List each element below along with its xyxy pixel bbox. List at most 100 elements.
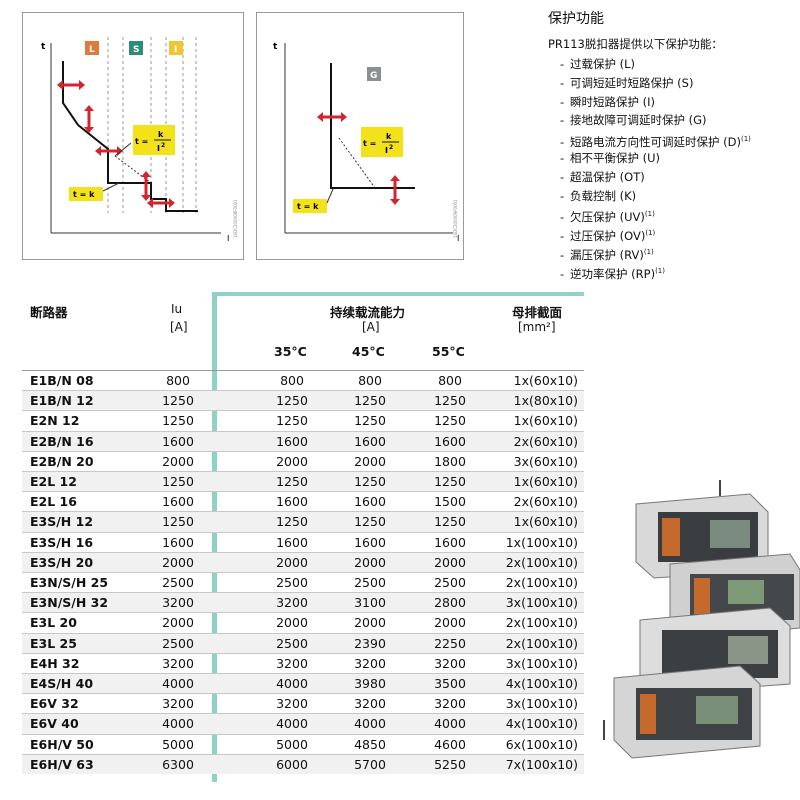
protection-list: -过载保护 (L)-可调短延时短路保护 (S)-瞬时短路保护 (I)-接地故障可… (548, 55, 798, 281)
cell-iu: 2000 (162, 554, 194, 570)
cell-busbar: 4x(100x10) (505, 716, 578, 732)
cell-c45: 4850 (354, 736, 386, 752)
header-temp-45: 45°C (352, 344, 385, 359)
cell-iu: 5000 (162, 736, 194, 752)
cell-iu: 2500 (162, 575, 194, 590)
header-breaker: 断路器 (30, 305, 68, 320)
cell-iu: 1600 (162, 494, 194, 510)
tk-box (69, 187, 103, 201)
cell-busbar: 1x(80x10) (513, 393, 578, 409)
cell-c45: 3200 (354, 696, 386, 712)
protection-item: -漏压保护 (RV)(1) (560, 243, 798, 262)
cell-busbar: 2x(100x10) (505, 554, 578, 570)
tk-label: t = k (297, 202, 319, 211)
formula-exponent: 2 (389, 144, 393, 151)
list-dash: - (560, 57, 565, 71)
zone-i-badge (169, 41, 183, 55)
cell-model: E4S/H 40 (30, 676, 94, 691)
formula-numerator: k (386, 132, 392, 141)
list-dash: - (560, 94, 565, 109)
cell-c55: 1250 (434, 514, 466, 530)
t-axis-label: t (41, 42, 46, 52)
cell-c45: 5700 (354, 756, 386, 772)
cell-busbar: 1x(100x10) (505, 534, 578, 550)
figure-code: 1SDC200009F0001 (453, 199, 458, 238)
zone-i-label: I (174, 45, 177, 55)
lsi-trip-curve: t I L S I (41, 37, 238, 243)
protection-item-text: 可调短延时短路保护 (S) (570, 75, 694, 90)
trip-unit-2-display (728, 580, 764, 604)
cell-iu: 1250 (162, 393, 194, 409)
cell-c55: 2000 (434, 554, 466, 570)
formula-exponent: 2 (161, 142, 165, 149)
cell-c35: 1250 (276, 413, 308, 429)
protection-item: -相不平衡保护 (U) (560, 149, 798, 168)
trip-unit-4-connector (640, 694, 656, 734)
protection-item-note: (1) (643, 247, 654, 256)
adjust-arrows (317, 112, 400, 205)
cell-model: E3S/H 12 (30, 514, 94, 530)
protection-item-text: 欠压保护 (UV) (570, 210, 645, 225)
cell-c55: 3200 (434, 696, 466, 712)
cell-iu: 1250 (162, 474, 194, 489)
formula-t: t = (135, 137, 148, 146)
cell-c45: 3200 (354, 655, 386, 671)
cell-c35: 2500 (276, 635, 308, 651)
header-iu-unit: [A] (170, 320, 188, 334)
cell-model: E2B/N 20 (30, 453, 94, 469)
cell-c45: 2000 (354, 554, 386, 570)
cell-c45: 1250 (354, 393, 386, 409)
cell-c35: 2000 (276, 453, 308, 469)
cell-model: E6H/V 63 (30, 756, 94, 772)
cell-c45: 1250 (354, 413, 386, 429)
cell-iu: 1250 (162, 514, 194, 530)
cell-busbar: 2x(60x10) (513, 433, 578, 449)
cell-iu: 2500 (162, 635, 194, 651)
header-iu: Iu (171, 302, 183, 316)
list-dash: - (560, 75, 565, 90)
cell-model: E1B/N 08 (30, 373, 94, 388)
cell-c35: 1600 (276, 433, 308, 449)
lsi-trip-curve-panel: t I L S I (22, 12, 244, 260)
i-axis-label: I (457, 234, 459, 243)
cell-c45: 1250 (354, 474, 386, 489)
cell-c35: 3200 (276, 595, 308, 611)
tk-box (293, 199, 327, 213)
cell-c35: 2000 (276, 554, 308, 570)
cell-busbar: 1x(60x10) (513, 413, 578, 429)
trip-unit-2-connector (694, 578, 710, 614)
g-trip-curve-panel: t I G t = k I 2 t = k 1SDC200009F0001 (256, 12, 464, 260)
circuit-breaker-stack-icon (600, 478, 800, 784)
protection-item: -过压保护 (OV)(1) (560, 224, 798, 243)
protection-item-note: (1) (655, 266, 665, 275)
cell-model: E6H/V 50 (30, 736, 94, 752)
header-busbar-unit: [mm²] (518, 320, 556, 334)
cell-model: E3N/S/H 25 (30, 575, 109, 590)
cell-iu: 2000 (162, 453, 194, 469)
protection-item-note: (1) (644, 210, 655, 219)
cell-c45: 800 (358, 373, 382, 388)
table-accent-top (212, 292, 584, 296)
cell-c45: 4000 (354, 716, 386, 732)
cell-c55: 1600 (434, 534, 466, 550)
zone-g-badge (367, 67, 381, 81)
formula-t: t = (363, 139, 376, 148)
protection-item-text: 逆功率保护 (RP) (570, 266, 656, 281)
protection-item: -短路电流方向性可调延时保护 (D)(1) (560, 130, 798, 149)
cell-model: E6V 32 (30, 696, 79, 712)
cell-iu: 1600 (162, 534, 194, 550)
header-temp-55: 55°C (432, 344, 465, 359)
protection-item-note: (1) (740, 135, 751, 144)
product-photo-svg (603, 480, 800, 759)
cell-busbar: 3x(100x10) (505, 696, 578, 712)
cell-model: E3L 20 (30, 615, 77, 631)
leader-line (114, 142, 132, 157)
